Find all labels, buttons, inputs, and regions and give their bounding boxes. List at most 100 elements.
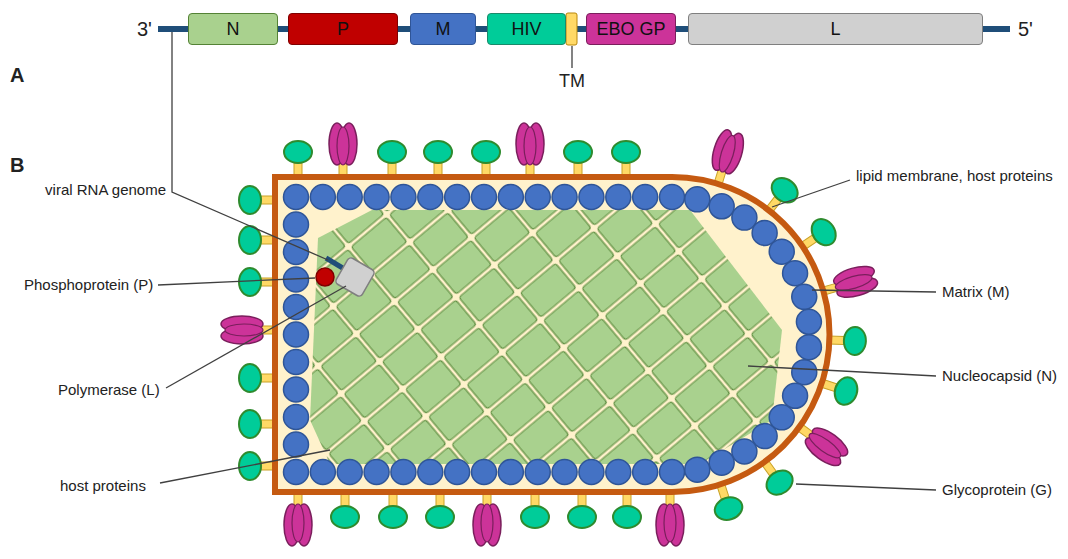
lipid-membrane xyxy=(275,177,830,492)
glycoprotein xyxy=(521,491,549,528)
matrix-protein xyxy=(606,185,631,210)
leader-line xyxy=(772,180,850,207)
part-label: Nucleocapsid (N) xyxy=(942,367,1057,385)
matrix-protein xyxy=(472,460,497,485)
matrix-protein xyxy=(660,460,685,485)
leader-line xyxy=(160,450,330,483)
matrix-protein xyxy=(552,460,577,485)
part-label: Matrix (M) xyxy=(942,283,1010,301)
gene-segment: HIV xyxy=(487,13,566,45)
g-head xyxy=(379,506,407,528)
matrix-protein xyxy=(284,460,309,485)
gp-lobe xyxy=(292,504,304,542)
g-head xyxy=(284,141,312,163)
glycoprotein xyxy=(239,186,276,214)
matrix-protein xyxy=(796,335,821,360)
glycoprotein xyxy=(613,491,641,528)
gp-lobe xyxy=(524,127,536,165)
part-label: Glycoprotein (G) xyxy=(942,481,1052,499)
matrix-protein xyxy=(525,185,550,210)
g-head xyxy=(612,141,640,163)
glycoprotein xyxy=(331,491,359,528)
matrix-protein xyxy=(709,194,734,219)
matrix-protein xyxy=(498,460,523,485)
matrix-protein xyxy=(472,185,497,210)
matrix-protein xyxy=(284,322,309,347)
glycoprotein xyxy=(426,491,454,528)
matrix-protein xyxy=(685,457,710,482)
g-head xyxy=(424,141,452,163)
matrix-protein xyxy=(579,185,604,210)
matrix-protein xyxy=(391,460,416,485)
segment-label: P xyxy=(337,19,349,40)
matrix-protein xyxy=(284,432,309,457)
segment-label: N xyxy=(227,19,240,40)
g-head xyxy=(239,410,261,438)
segment-label: EBO GP xyxy=(596,19,665,40)
gp-lobe xyxy=(337,127,349,165)
gene-segment: L xyxy=(688,13,983,45)
matrix-protein xyxy=(783,383,808,408)
g-head xyxy=(568,506,596,528)
gp-lobe xyxy=(716,134,739,174)
part-label: Polymerase (L) xyxy=(58,381,160,399)
gp-lobe xyxy=(225,324,263,336)
glycoprotein xyxy=(239,226,276,254)
matrix-protein xyxy=(783,261,808,286)
matrix-protein xyxy=(579,460,604,485)
g-head xyxy=(762,465,798,499)
matrix-protein xyxy=(337,185,362,210)
matrix-protein xyxy=(418,185,443,210)
matrix-protein xyxy=(284,240,309,265)
panel-letter: B xyxy=(10,153,24,177)
panel-letter: A xyxy=(10,63,24,87)
glycoprotein xyxy=(239,364,276,392)
matrix-protein xyxy=(284,350,309,375)
g-head xyxy=(831,374,861,407)
matrix-protein xyxy=(445,185,470,210)
matrix-protein xyxy=(445,460,470,485)
g-head xyxy=(239,364,261,392)
matrix-protein xyxy=(364,185,389,210)
matrix-protein xyxy=(364,460,389,485)
matrix-protein xyxy=(769,239,794,264)
glycoprotein xyxy=(424,141,452,178)
glycoprotein xyxy=(284,141,312,178)
matrix-protein xyxy=(633,460,658,485)
glycoprotein xyxy=(378,141,406,178)
gene-segment: P xyxy=(288,13,398,45)
segment-label: TM xyxy=(559,71,585,93)
matrix-protein xyxy=(284,185,309,210)
gp-lobe xyxy=(806,430,844,462)
matrix-protein xyxy=(498,185,523,210)
glycoprotein xyxy=(612,141,640,178)
g-head xyxy=(712,494,745,524)
glycoprotein xyxy=(568,491,596,528)
glycoprotein-layer xyxy=(221,123,880,546)
g-head xyxy=(521,506,549,528)
ebola-glycoprotein xyxy=(516,123,544,178)
g-head xyxy=(378,141,406,163)
gp-lobe xyxy=(664,504,676,542)
glycoprotein xyxy=(472,141,500,178)
strand-end: 5' xyxy=(1018,17,1033,41)
matrix-protein xyxy=(685,187,710,212)
matrix-protein xyxy=(552,185,577,210)
glycoprotein xyxy=(239,410,276,438)
gene-segment: N xyxy=(188,13,278,45)
polymerase-symbol xyxy=(335,257,376,298)
ebola-glycoprotein xyxy=(329,123,357,178)
matrix-protein xyxy=(284,405,309,430)
ebola-glycoprotein xyxy=(284,491,312,546)
matrix-protein xyxy=(633,185,658,210)
g-head xyxy=(239,186,261,214)
gene-segment: EBO GP xyxy=(586,13,676,45)
matrix-protein xyxy=(310,185,335,210)
glycoprotein xyxy=(239,268,276,296)
segment-label: L xyxy=(830,19,840,40)
matrix-protein xyxy=(337,460,362,485)
gp-lobe xyxy=(481,504,493,542)
matrix-protein xyxy=(284,377,309,402)
g-head xyxy=(472,141,500,163)
